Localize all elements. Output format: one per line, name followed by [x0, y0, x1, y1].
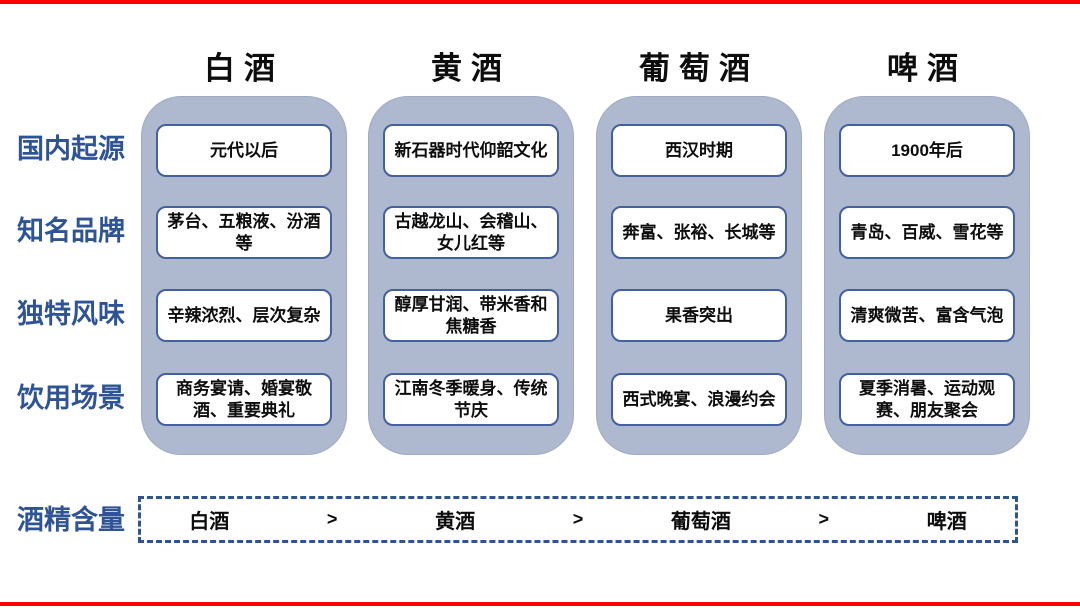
alcohol-seq-huangjiu: 黄酒	[435, 511, 476, 533]
alcohol-comparison-box: 白酒 > 黄酒 > 葡萄酒 > 啤酒	[138, 496, 1018, 543]
column-card-huangjiu: 新石器时代仰韶文化 古越龙山、会稽山、女儿红等 醇厚甘润、带米香和焦糖香 江南冬…	[368, 96, 574, 455]
column-card-grape-wine: 西汉时期 奔富、张裕、长城等 果香突出 西式晚宴、浪漫约会	[596, 96, 802, 455]
column-header-grape-wine: 葡萄酒	[639, 51, 759, 86]
row-label-drinking-scenes: 饮用场景	[17, 383, 125, 413]
cell-huangjiu-brands: 古越龙山、会稽山、女儿红等	[383, 206, 559, 259]
greater-than-icon: >	[326, 509, 338, 529]
greater-than-icon: >	[818, 509, 830, 529]
column-header-huangjiu: 黄酒	[431, 51, 511, 86]
column-card-baijiu: 元代以后 茅台、五粮液、汾酒等 辛辣浓烈、层次复杂 商务宴请、婚宴敬酒、重要典礼	[141, 96, 347, 455]
alcohol-seq-baijiu: 白酒	[189, 511, 230, 533]
cell-baijiu-origin: 元代以后	[156, 124, 332, 177]
cell-grape-wine-scene: 西式晚宴、浪漫约会	[611, 373, 787, 426]
bottom-red-divider	[0, 602, 1080, 606]
alcohol-seq-beer: 啤酒	[926, 511, 967, 533]
cell-beer-flavor: 清爽微苦、富含气泡	[839, 289, 1015, 342]
cell-beer-scene: 夏季消暑、运动观赛、朋友聚会	[839, 373, 1015, 426]
cell-grape-wine-brands: 奔富、张裕、长城等	[611, 206, 787, 259]
cell-beer-brands: 青岛、百威、雪花等	[839, 206, 1015, 259]
row-label-famous-brands: 知名品牌	[17, 216, 125, 246]
cell-baijiu-flavor: 辛辣浓烈、层次复杂	[156, 289, 332, 342]
top-red-divider	[0, 0, 1080, 4]
cell-baijiu-brands: 茅台、五粮液、汾酒等	[156, 206, 332, 259]
cell-huangjiu-origin: 新石器时代仰韶文化	[383, 124, 559, 177]
cell-huangjiu-scene: 江南冬季暖身、传统节庆	[383, 373, 559, 426]
column-card-beer: 1900年后 青岛、百威、雪花等 清爽微苦、富含气泡 夏季消暑、运动观赛、朋友聚…	[824, 96, 1030, 455]
alcohol-seq-grape-wine: 葡萄酒	[670, 511, 731, 533]
cell-grape-wine-flavor: 果香突出	[611, 289, 787, 342]
column-header-beer: 啤酒	[887, 51, 967, 86]
column-header-baijiu: 白酒	[204, 51, 284, 86]
greater-than-icon: >	[572, 509, 584, 529]
row-label-unique-flavor: 独特风味	[17, 299, 125, 329]
row-label-alcohol-content: 酒精含量	[17, 505, 125, 535]
row-label-domestic-origin: 国内起源	[17, 134, 125, 164]
cell-grape-wine-origin: 西汉时期	[611, 124, 787, 177]
cell-baijiu-scene: 商务宴请、婚宴敬酒、重要典礼	[156, 373, 332, 426]
cell-huangjiu-flavor: 醇厚甘润、带米香和焦糖香	[383, 289, 559, 342]
cell-beer-origin: 1900年后	[839, 124, 1015, 177]
